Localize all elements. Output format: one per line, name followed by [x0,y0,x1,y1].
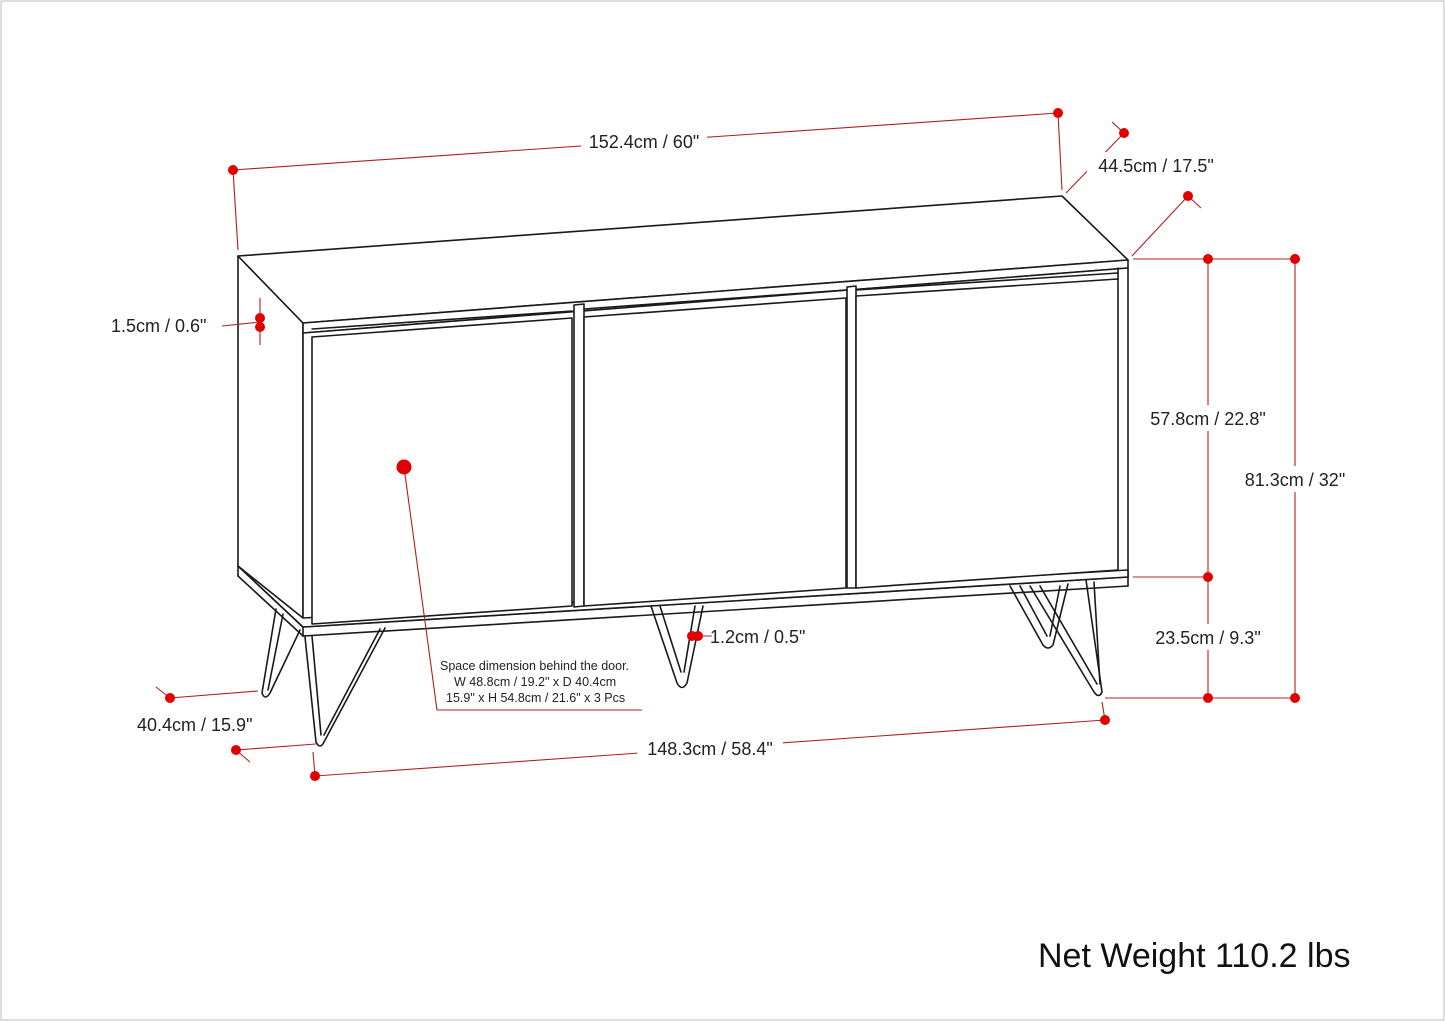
dimension-dot [1290,693,1300,703]
dimension-dot [1203,572,1213,582]
dimension-dot [310,771,320,781]
overall-depth-label: 44.5cm / 17.5" [1098,156,1213,176]
sideboard-drawing [237,195,1129,747]
dimension-dot [1100,715,1110,725]
leg-depth-line [169,690,259,699]
dimension-dot [255,322,265,332]
top-thickness-label: 1.5cm / 0.6" [111,316,206,336]
leg-back-right [1009,583,1069,649]
dimension-dot [1290,254,1300,264]
leg-middle [650,605,704,689]
leg-front-left [304,627,386,747]
dimension-dot [693,631,703,641]
note-leader-line [403,466,438,711]
cabinet-height-label: 57.8cm / 22.8" [1150,409,1265,429]
dimension-labels: 152.4cm / 60" 44.5cm / 17.5" 1.5cm / 0.6… [111,128,1354,975]
interior-note-line1: Space dimension behind the door. [440,659,629,673]
leg-height-label: 23.5cm / 9.3" [1155,628,1260,648]
divider-right [846,285,857,589]
door-left [311,317,573,625]
interior-note-marker [396,459,412,475]
dimension-dot [1119,128,1129,138]
dimension-dot [1203,693,1213,703]
leg-span-label: 148.3cm / 58.4" [647,739,772,759]
dimension-dot [231,745,241,755]
door-middle [583,297,847,607]
interior-note-line2: W 48.8cm / 19.2" x D 40.4cm [454,675,616,689]
door-right [855,278,1119,589]
interior-note-line3: 15.9" x H 54.8cm / 21.6" x 3 Pcs [446,691,625,705]
dimension-dot [165,693,175,703]
overall-height-label: 81.3cm / 32" [1245,470,1345,490]
dimension-dot [255,313,265,323]
leg-back-left [261,608,301,698]
dimension-dot [1183,191,1193,201]
overall-width-label: 152.4cm / 60" [589,132,699,152]
leg-front-right [1029,579,1103,697]
dimension-dots [165,108,1300,781]
dimension-lines [155,112,1296,777]
dimension-dot [1203,254,1213,264]
net-weight-label: Net Weight 110.2 lbs [1038,937,1350,975]
leg-thickness-label: 1.2cm / 0.5" [710,627,805,647]
divider-left [573,303,585,608]
dimension-dot [228,165,238,175]
dimension-dot [1053,108,1063,118]
leg-depth-label: 40.4cm / 15.9" [137,715,252,735]
